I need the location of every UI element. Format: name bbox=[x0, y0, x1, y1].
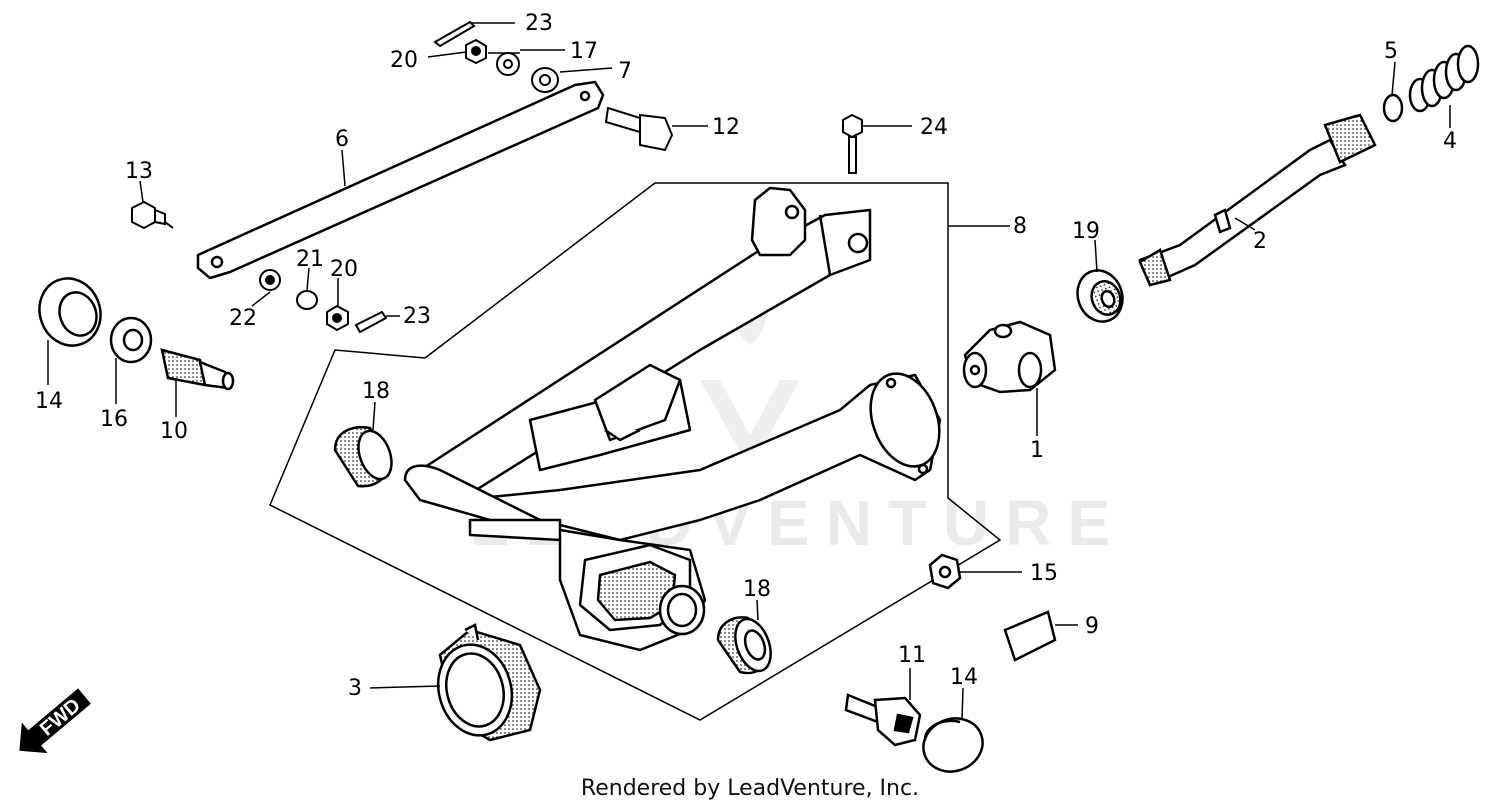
swingarm-body bbox=[403, 186, 942, 652]
callout-9: 9 bbox=[1085, 614, 1099, 639]
part-20-nut-top bbox=[465, 38, 487, 65]
callout-leaders bbox=[47, 22, 1451, 721]
callout-8: 8 bbox=[1013, 214, 1027, 239]
part-5-circlip bbox=[1382, 93, 1404, 123]
part-10-pivot-bolt bbox=[160, 348, 235, 391]
footer-credit: Rendered by LeadVenture, Inc. bbox=[580, 776, 920, 801]
callout-14-left: 14 bbox=[35, 389, 63, 414]
part-11-bolt bbox=[844, 693, 922, 747]
assembly-outline bbox=[269, 182, 1002, 721]
part-17-washer bbox=[496, 52, 520, 76]
callout-4: 4 bbox=[1443, 129, 1457, 154]
callout-16: 16 bbox=[100, 407, 128, 432]
part-4-spring bbox=[1408, 44, 1480, 113]
callout-3: 3 bbox=[348, 676, 362, 701]
part-22-washer bbox=[259, 269, 281, 291]
part-20-nut-bottom bbox=[326, 304, 349, 332]
callout-22: 22 bbox=[229, 306, 257, 331]
callout-18-upper: 18 bbox=[362, 379, 390, 404]
callout-numbers: 23 20 17 7 12 24 6 13 8 19 2 5 4 21 20 2… bbox=[35, 11, 1457, 701]
part-3-boot bbox=[436, 623, 542, 742]
part-16-locknut bbox=[109, 316, 153, 364]
part-6-torque-link bbox=[196, 80, 605, 280]
callout-23-top: 23 bbox=[525, 11, 553, 36]
callout-5: 5 bbox=[1384, 39, 1398, 64]
callout-14-right: 14 bbox=[950, 665, 978, 690]
callout-18-lower: 18 bbox=[743, 577, 771, 602]
part-14-seal-left bbox=[38, 277, 102, 347]
part-9-sleeve bbox=[1003, 610, 1057, 662]
callout-1: 1 bbox=[1030, 438, 1044, 463]
part-23-cotter-pin-bottom bbox=[354, 310, 388, 334]
callout-20-top: 20 bbox=[390, 48, 418, 73]
part-24-bolt bbox=[842, 113, 863, 174]
part-1-universal-joint bbox=[962, 320, 1057, 394]
callout-17: 17 bbox=[570, 39, 598, 64]
part-18-bearing-upper bbox=[333, 426, 393, 488]
callout-15: 15 bbox=[1030, 561, 1058, 586]
part-21-washer bbox=[296, 290, 318, 310]
callout-10: 10 bbox=[160, 419, 188, 444]
part-18-bearing-lower bbox=[716, 616, 772, 675]
part-12-bolt bbox=[604, 106, 674, 152]
callout-21: 21 bbox=[296, 247, 324, 272]
part-13-bolt bbox=[131, 200, 174, 230]
part-19-bearing bbox=[1076, 269, 1124, 323]
callout-24: 24 bbox=[920, 115, 948, 140]
fwd-arrow-icon: FWD bbox=[19, 688, 91, 754]
part-14-cap-right bbox=[922, 717, 984, 773]
callout-7: 7 bbox=[618, 59, 632, 84]
callout-13: 13 bbox=[125, 159, 153, 184]
callout-6: 6 bbox=[335, 127, 349, 152]
callout-19: 19 bbox=[1072, 219, 1100, 244]
part-23-cotter-pin-top bbox=[433, 20, 476, 48]
callout-11: 11 bbox=[898, 643, 926, 668]
part-2-drive-shaft bbox=[1138, 113, 1377, 287]
callout-23-bottom: 23 bbox=[403, 304, 431, 329]
callout-12: 12 bbox=[712, 115, 740, 140]
callout-20-bottom: 20 bbox=[330, 257, 358, 282]
part-15-nut bbox=[928, 553, 962, 590]
callout-2: 2 bbox=[1253, 229, 1267, 254]
part-7-collar bbox=[531, 67, 559, 93]
